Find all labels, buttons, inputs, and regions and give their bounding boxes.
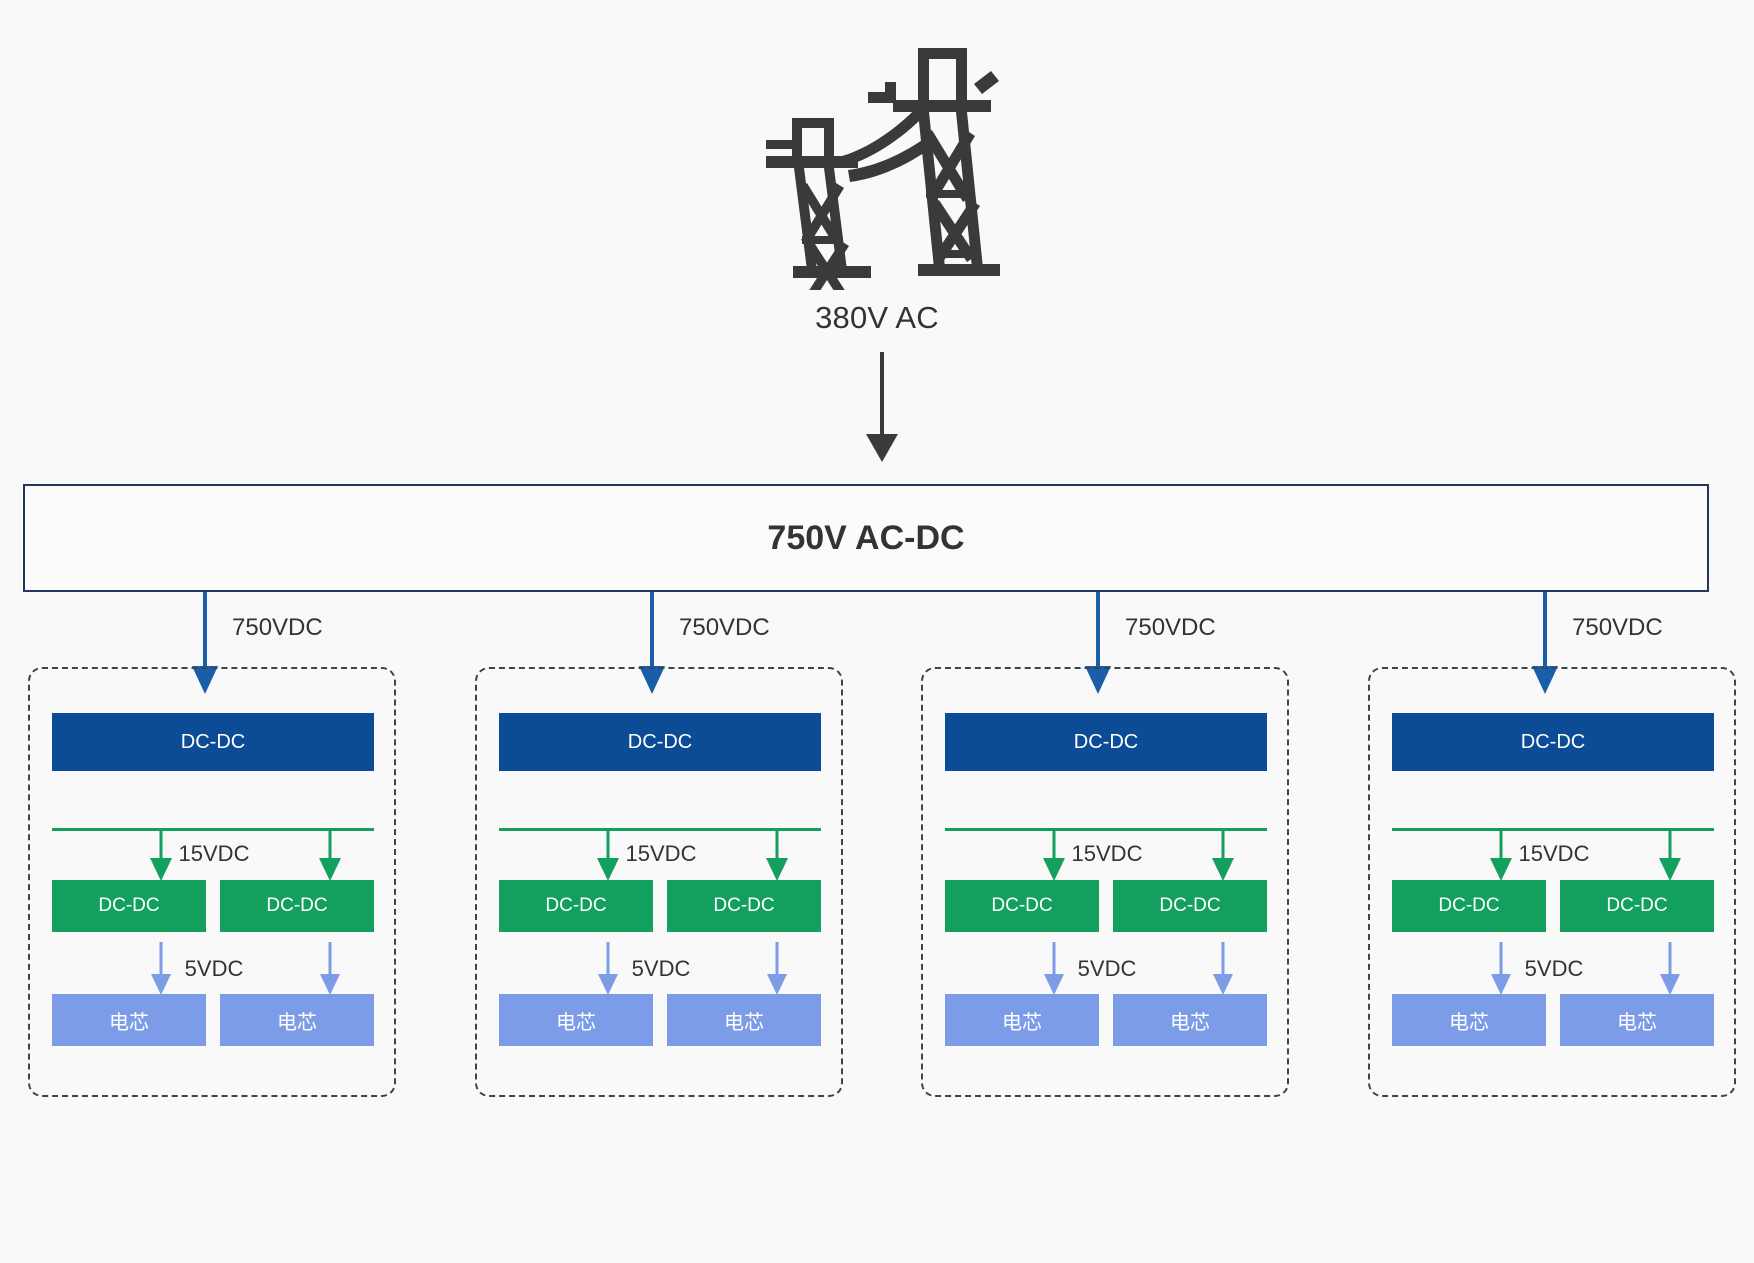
dcdc-secondary-label-4-left: DC-DC xyxy=(1438,895,1500,916)
dcdc-primary-4: DC-DC xyxy=(1392,713,1714,771)
rack-group-2: DC-DC 15VDC DC-DC DC-DC 5VDC 电芯 xyxy=(475,667,843,1097)
battery-cell-label-4-right: 电芯 xyxy=(1617,1011,1657,1034)
dcdc-secondary-label-2-left: DC-DC xyxy=(545,895,607,916)
feeder-arrow-3 xyxy=(1085,592,1111,694)
bus-15vdc-arrow-left-3 xyxy=(1043,828,1065,881)
ac-dc-converter-label: 750V AC-DC xyxy=(767,518,965,557)
bus-5vdc-arrow-left-2 xyxy=(598,942,618,995)
transmission-tower-icon xyxy=(740,40,1020,290)
bus-15vdc-4 xyxy=(1392,828,1714,831)
dcdc-secondary-label-1-right: DC-DC xyxy=(266,895,328,916)
bus-5vdc-label-2: 5VDC xyxy=(631,956,691,981)
rack-group-1: DC-DC 15VDC DC-DC DC-DC 5VDC 电芯 xyxy=(28,667,396,1097)
feeder-arrow-1 xyxy=(192,592,218,694)
dcdc-secondary-label-3-right: DC-DC xyxy=(1159,895,1221,916)
bus-15vdc-1 xyxy=(52,828,374,831)
bus-5vdc-arrow-right-4 xyxy=(1660,942,1680,995)
battery-cell-1-right: 电芯 xyxy=(220,994,374,1046)
source-voltage-label: 380V AC xyxy=(815,300,939,335)
dcdc-secondary-1-left: DC-DC xyxy=(52,880,206,932)
bus-15vdc-arrow-right-4 xyxy=(1659,828,1681,881)
battery-cell-label-1-right: 电芯 xyxy=(277,1011,317,1034)
dcdc-primary-2: DC-DC xyxy=(499,713,821,771)
battery-cell-4-right: 电芯 xyxy=(1560,994,1714,1046)
bus-5vdc-arrow-right-2 xyxy=(767,942,787,995)
dcdc-secondary-label-1-left: DC-DC xyxy=(98,895,160,916)
dcdc-secondary-4-right: DC-DC xyxy=(1560,880,1714,932)
bus-5vdc-arrow-right-1 xyxy=(320,942,340,995)
battery-cell-2-left: 电芯 xyxy=(499,994,653,1046)
dcdc-secondary-2-right: DC-DC xyxy=(667,880,821,932)
battery-cell-label-2-left: 电芯 xyxy=(556,1011,596,1034)
dcdc-secondary-3-right: DC-DC xyxy=(1113,880,1267,932)
bus-15vdc-label-3: 15VDC xyxy=(1071,841,1143,866)
battery-cell-3-right: 电芯 xyxy=(1113,994,1267,1046)
dcdc-primary-label-1: DC-DC xyxy=(180,730,246,753)
bus-5vdc-label-3: 5VDC xyxy=(1077,956,1137,981)
feeder-label-3: 750VDC xyxy=(1125,614,1216,641)
battery-cell-2-right: 电芯 xyxy=(667,994,821,1046)
dcdc-primary-1: DC-DC xyxy=(52,713,374,771)
feeder-arrow-2 xyxy=(639,592,665,694)
dcdc-primary-label-3: DC-DC xyxy=(1073,730,1139,753)
bus-15vdc-arrow-right-3 xyxy=(1212,828,1234,881)
rack-group-3: DC-DC 15VDC DC-DC DC-DC 5VDC 电芯 xyxy=(921,667,1289,1097)
feeder-label-4: 750VDC xyxy=(1572,614,1663,641)
dcdc-primary-3: DC-DC xyxy=(945,713,1267,771)
battery-cell-label-4-left: 电芯 xyxy=(1449,1011,1489,1034)
bus-5vdc-arrow-left-3 xyxy=(1044,942,1064,995)
bus-5vdc-label-1: 5VDC xyxy=(184,956,244,981)
bus-15vdc-arrow-right-2 xyxy=(766,828,788,881)
dcdc-secondary-3-left: DC-DC xyxy=(945,880,1099,932)
bus-5vdc-label-4: 5VDC xyxy=(1524,956,1584,981)
bus-15vdc-label-2: 15VDC xyxy=(625,841,697,866)
bus-5vdc-arrow-right-3 xyxy=(1213,942,1233,995)
bus-15vdc-arrow-right-1 xyxy=(319,828,341,881)
bus-15vdc-label-1: 15VDC xyxy=(178,841,250,866)
dcdc-secondary-2-left: DC-DC xyxy=(499,880,653,932)
dcdc-secondary-label-2-right: DC-DC xyxy=(713,895,775,916)
feeder-label-2: 750VDC xyxy=(679,614,770,641)
battery-cell-label-3-left: 电芯 xyxy=(1002,1011,1042,1034)
feeder-label-1: 750VDC xyxy=(232,614,323,641)
bus-15vdc-3 xyxy=(945,828,1267,831)
bus-5vdc-arrow-left-4 xyxy=(1491,942,1511,995)
bus-5vdc-arrow-left-1 xyxy=(151,942,171,995)
rack-group-4: DC-DC 15VDC DC-DC DC-DC 5VDC 电芯 xyxy=(1368,667,1736,1097)
battery-cell-1-left: 电芯 xyxy=(52,994,206,1046)
battery-cell-3-left: 电芯 xyxy=(945,994,1099,1046)
bus-15vdc-2 xyxy=(499,828,821,831)
source-to-converter-arrow xyxy=(866,352,898,462)
ac-dc-converter-box: 750V AC-DC xyxy=(23,484,1709,592)
bus-15vdc-arrow-left-1 xyxy=(150,828,172,881)
battery-cell-label-2-right: 电芯 xyxy=(724,1011,764,1034)
dcdc-primary-label-4: DC-DC xyxy=(1520,730,1586,753)
feeder-arrow-4 xyxy=(1532,592,1558,694)
bus-15vdc-arrow-left-2 xyxy=(597,828,619,881)
dcdc-secondary-4-left: DC-DC xyxy=(1392,880,1546,932)
dcdc-secondary-1-right: DC-DC xyxy=(220,880,374,932)
battery-cell-label-3-right: 电芯 xyxy=(1170,1011,1210,1034)
battery-cell-label-1-left: 电芯 xyxy=(109,1011,149,1034)
dcdc-secondary-label-4-right: DC-DC xyxy=(1606,895,1668,916)
dcdc-secondary-label-3-left: DC-DC xyxy=(991,895,1053,916)
bus-15vdc-label-4: 15VDC xyxy=(1518,841,1590,866)
bus-15vdc-arrow-left-4 xyxy=(1490,828,1512,881)
dcdc-primary-label-2: DC-DC xyxy=(627,730,693,753)
battery-cell-4-left: 电芯 xyxy=(1392,994,1546,1046)
